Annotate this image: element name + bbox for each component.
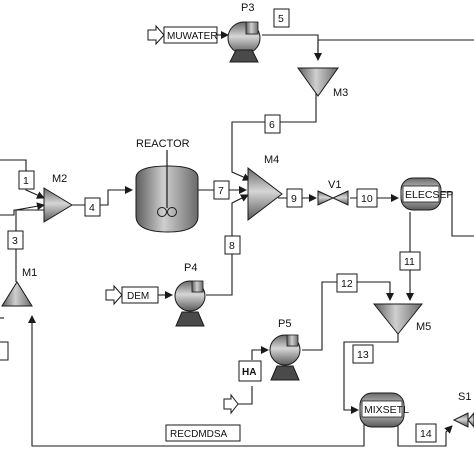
stream-tag-8: 8 (224, 235, 241, 255)
stream-tag-10: 10 (356, 188, 378, 208)
stream-tag-1: 1 (18, 170, 35, 190)
valve-v1-label: V1 (328, 179, 341, 191)
svg-text:6: 6 (269, 119, 275, 131)
pump-p3-label: P3 (241, 2, 254, 14)
mixsetl-label: MIXSETL (364, 404, 409, 416)
mixer-m2-label: M2 (52, 173, 67, 185)
mixer-m1 (1, 281, 33, 307)
stream-tag-3: 3 (7, 230, 24, 250)
feed-muwater-label: MUWATER (167, 31, 218, 42)
mixsetl-drum (359, 392, 405, 428)
feed-left-edge-box (0, 341, 9, 361)
stream-tag-12: 12 (336, 273, 358, 293)
reactor-vessel (135, 150, 199, 233)
mixer-m5 (372, 303, 424, 335)
svg-text:1: 1 (23, 175, 29, 187)
stream-tag-5: 5 (273, 8, 290, 28)
mixer-m3 (297, 67, 339, 97)
mixer-m1-label: M1 (22, 267, 37, 279)
feed-recdmdsa-label: RECDMDSA (170, 429, 228, 440)
elecsep-drum (400, 177, 442, 211)
pump-p4-label: P4 (184, 262, 197, 274)
svg-text:11: 11 (404, 256, 415, 268)
svg-text:8: 8 (229, 240, 235, 252)
feed-ha: HA (223, 360, 262, 415)
mixer-m2 (43, 187, 73, 223)
stream-tag-6: 6 (264, 114, 281, 134)
mixer-m4 (247, 166, 283, 222)
svg-text:10: 10 (361, 193, 373, 205)
stream-tag-7: 7 (213, 180, 230, 200)
feed-dem: DEM (105, 284, 159, 306)
pump-p5-label: P5 (278, 318, 291, 330)
svg-text:12: 12 (341, 278, 353, 290)
svg-text:7: 7 (218, 185, 224, 197)
pump-p5 (269, 334, 301, 381)
elecsep-label: ELECSEP (405, 189, 453, 201)
svg-text:14: 14 (420, 428, 432, 440)
svg-text:9: 9 (291, 193, 297, 205)
svg-text:13: 13 (357, 349, 369, 361)
stream-tag-11: 11 (399, 251, 421, 271)
mixer-m5-label: M5 (416, 321, 431, 333)
svg-text:3: 3 (12, 235, 18, 247)
feed-recdmdsa: RECDMDSA (165, 424, 241, 442)
svg-text:5: 5 (278, 13, 284, 25)
reactor-label: REACTOR (136, 138, 190, 150)
mixer-m3-label: M3 (333, 87, 348, 99)
splitter-s1 (452, 412, 474, 428)
svg-text:4: 4 (89, 202, 95, 214)
stream-tag-4: 4 (84, 197, 101, 217)
feed-ha-label: HA (242, 367, 256, 378)
pump-p3 (227, 21, 261, 63)
stream-tag-13: 13 (352, 344, 374, 364)
feed-dem-label: DEM (127, 291, 149, 302)
stream-tag-14: 14 (415, 423, 437, 443)
pump-p4 (174, 280, 206, 327)
splitter-s1-label: S1 (458, 391, 471, 403)
valve-v1 (317, 190, 349, 206)
feed-muwater: MUWATER (147, 24, 218, 46)
mixer-m4-label: M4 (264, 154, 279, 166)
stream-tag-9: 9 (286, 188, 303, 208)
